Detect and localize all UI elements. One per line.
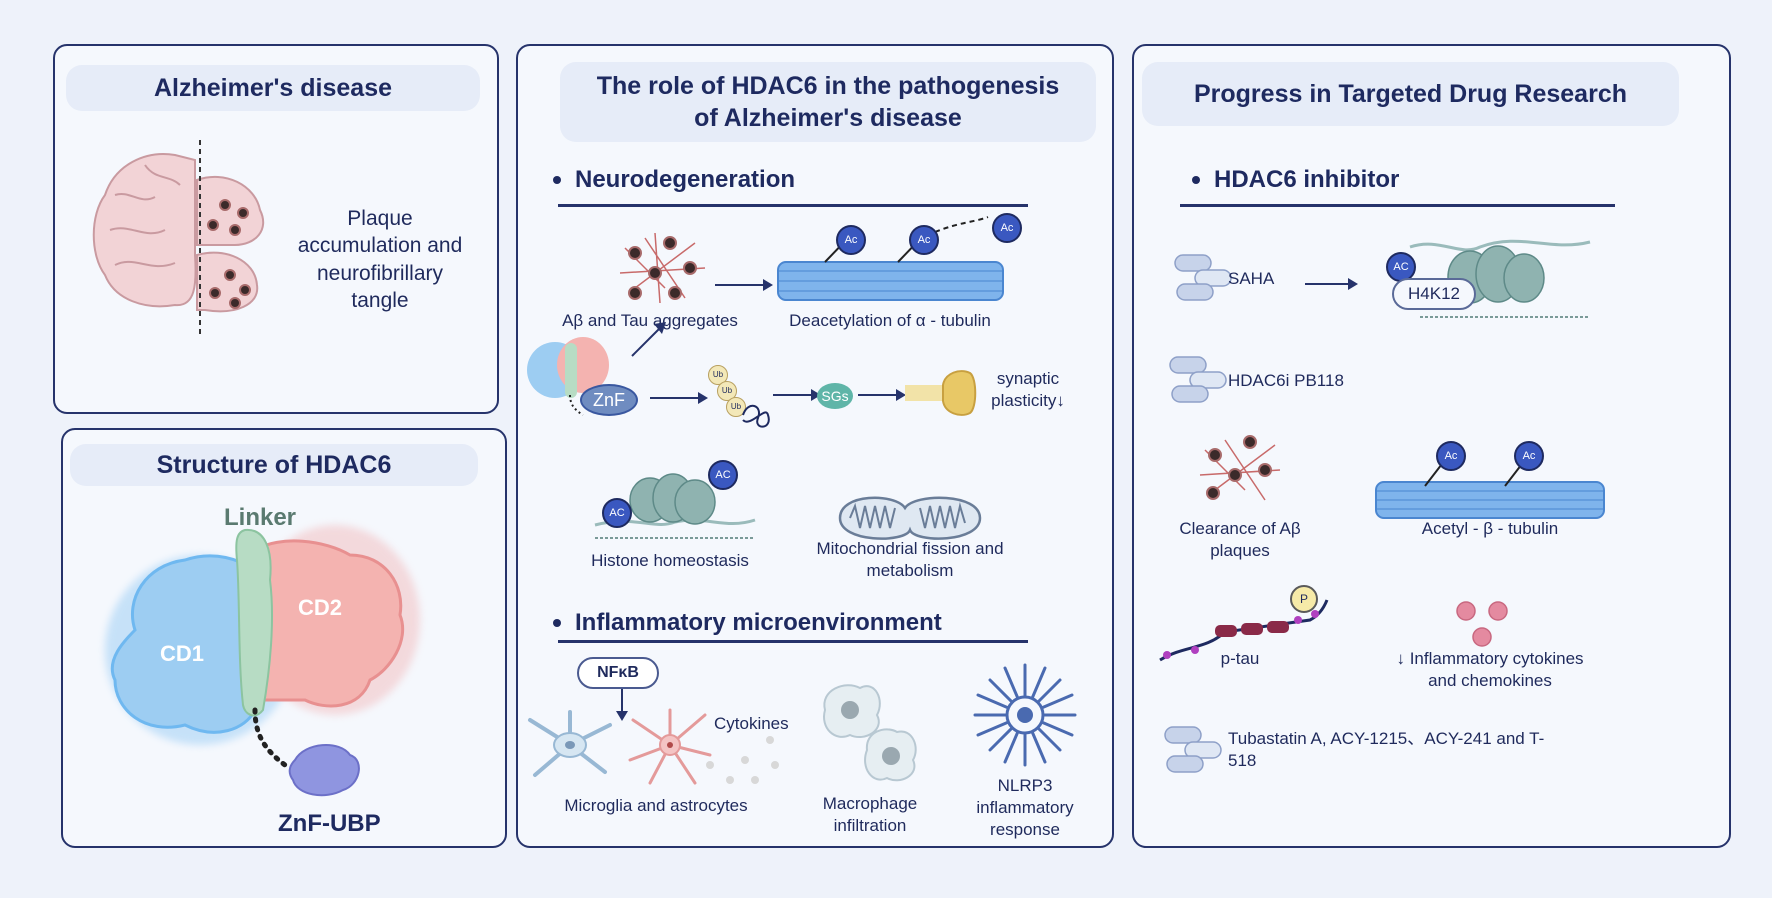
nlrp3-inflammasome-icon: [973, 663, 1077, 767]
bullet-dot: [553, 176, 561, 184]
section-neurodegeneration: Neurodegeneration: [553, 166, 795, 194]
neurodegeneration-rule: [558, 204, 1028, 207]
acetyl-label: Acetyl - β - tubulin: [1421, 519, 1559, 538]
ac-tag-1: Ac: [836, 225, 866, 255]
h4k12-ac-tag: AC: [1386, 252, 1416, 282]
capsule-icon-tubastatin: [1164, 726, 1222, 773]
arrow-nfkb-down: [616, 689, 628, 721]
ptau-label: p-tau: [1220, 649, 1260, 668]
hdac6-structure-illustration: [105, 525, 420, 797]
mitochondria-illustration: [838, 496, 982, 540]
acetyl-tubulin-illustration: [1375, 481, 1605, 519]
acetyl-ac-2: Ac: [1514, 441, 1544, 471]
section-hdac6-inhibitor: HDAC6 inhibitor: [1192, 166, 1399, 194]
ptau-illustration: [1159, 599, 1329, 662]
cd2-label: CD2: [298, 595, 343, 620]
sgs-badge: SGs: [817, 383, 853, 409]
macrophage-illustration: [823, 684, 917, 782]
ub-tag-3: Ub: [726, 397, 746, 417]
histone-ac-1: AC: [602, 498, 632, 528]
linker-label: Linker: [224, 504, 297, 531]
acetyl-ac-1: Ac: [1436, 441, 1466, 471]
mitochondria-label: Mitochondrial fission and metabolism: [816, 539, 1004, 581]
macrophage-label: Macrophage infiltration: [822, 794, 918, 836]
panel-title-role: The role of HDAC6 in the pathogenesis of…: [560, 62, 1096, 142]
tubastatin-label: Tubastatin A, ACY-1215、ACY-241 and T-518: [1228, 729, 1545, 771]
cytokines-chemokines-label: ↓ Inflammatory cytokines and chemokines: [1396, 649, 1584, 691]
ac-tag-3: Ac: [992, 213, 1022, 243]
bullet-dot-3: [1192, 176, 1200, 184]
h4k12-badge: H4K12: [1392, 278, 1476, 310]
aggregates-illustration: [619, 232, 706, 304]
cytokines-label: Cytokines: [714, 714, 789, 733]
arrow-aggregates-to-tubulin: [715, 279, 773, 291]
cytokine-dots: [706, 736, 779, 784]
histone-illustration: [594, 473, 756, 539]
protein-tangle-icon: [742, 404, 770, 428]
histone-label: Histone homeostasis: [591, 551, 749, 570]
panel-title-structure: Structure of HDAC6: [70, 444, 478, 486]
aggregates-label: Aβ and Tau aggregates: [562, 311, 738, 330]
saha-label: SAHA: [1228, 269, 1275, 288]
bullet-dot-2: [553, 619, 561, 627]
nlrp3-label: NLRP3 inflammatory response: [976, 776, 1074, 840]
arrow-znf-to-ub: [650, 392, 708, 404]
phospho-p-badge: P: [1290, 585, 1318, 613]
inhibitor-rule: [1180, 204, 1615, 207]
cytokine-spheres: [1456, 601, 1508, 647]
neurodegeneration-heading: Neurodegeneration: [575, 166, 796, 193]
microglia-label: Microglia and astrocytes: [564, 796, 748, 815]
nucleosome-illustration: [1409, 239, 1591, 318]
cd1-label: CD1: [160, 641, 205, 666]
inhibitor-heading: HDAC6 inhibitor: [1214, 166, 1400, 193]
znf-badge: ZnF: [580, 384, 638, 416]
arrow-saha-to-h4k12: [1305, 278, 1358, 290]
ub-tag-2: Ub: [717, 381, 737, 401]
deacetylation-label: Deacetylation of α - tubulin: [789, 311, 991, 330]
hdac6-mini-illustration: [527, 337, 609, 416]
brain-caption: Plaque accumulation and neurofibrillary …: [297, 207, 463, 312]
nfkb-badge: NFκB: [577, 657, 659, 689]
microglia-illustration: [528, 710, 612, 777]
capsule-icon-saha: [1174, 254, 1232, 301]
plaque-clearance-illustration: [1199, 435, 1281, 501]
pb118-label: HDAC6i PB118: [1228, 371, 1344, 390]
ac-tag-2: Ac: [909, 225, 939, 255]
capsule-icon-pb118: [1169, 356, 1227, 403]
brain-illustration: [92, 140, 265, 335]
panel-drug-research: [1132, 44, 1731, 848]
panel-title-drug: Progress in Targeted Drug Research: [1142, 62, 1679, 126]
synapse-illustration: [905, 370, 977, 416]
section-inflammatory: Inflammatory microenvironment: [553, 609, 942, 637]
inflammatory-rule: [558, 640, 1028, 643]
arrow-sgs-to-synapse: [858, 389, 906, 401]
microtubule-illustration: [777, 261, 1004, 301]
panel-title-alzheimers: Alzheimer's disease: [66, 65, 480, 111]
arrow-mini-to-aggregates: [631, 322, 666, 357]
clearance-label: Clearance of Aβ plaques: [1179, 519, 1301, 561]
synaptic-label: synaptic plasticity↓: [991, 369, 1065, 411]
znf-ubp-label: ZnF-UBP: [278, 810, 381, 837]
astrocyte-illustration: [628, 708, 712, 785]
inflammatory-heading: Inflammatory microenvironment: [575, 609, 942, 636]
arrow-ub-to-sgs: [773, 389, 821, 401]
histone-ac-2: AC: [708, 460, 738, 490]
